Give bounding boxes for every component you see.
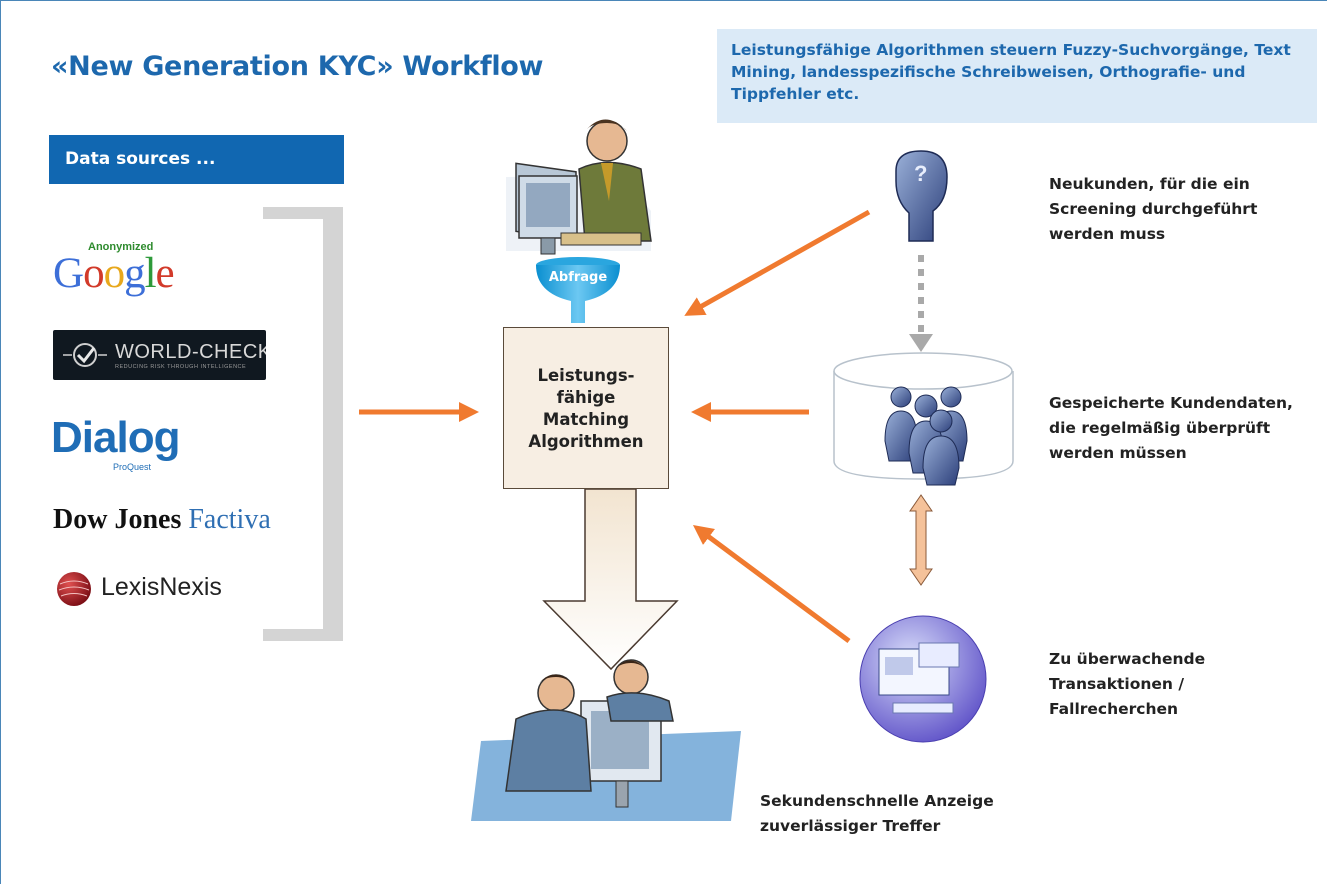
dowjones-label: Dow Jones (53, 504, 182, 535)
dowjones-factiva-logo: Dow Jones Factiva (53, 504, 271, 536)
worldcheck-logo: WORLD-CHECK REDUCING RISK THROUGH INTELL… (53, 330, 266, 380)
arrow-transactions-to-center (692, 525, 851, 644)
svg-text:?: ? (914, 161, 927, 186)
worldcheck-emblem-icon (63, 343, 107, 367)
google-anonymized-label: Anonymized (88, 241, 154, 253)
algorithm-note: Leistungsfähige Algorithmen steuern Fuzz… (717, 29, 1317, 123)
result-arrow (542, 488, 679, 671)
data-sources-bracket (263, 207, 343, 641)
funnel-label: Abfrage (548, 270, 608, 285)
worldcheck-name: WORLD-CHECK (115, 341, 266, 363)
funnel-icon (536, 257, 620, 323)
transaction-globe-icon (859, 615, 987, 743)
arrow-neukunden-to-center (684, 209, 871, 316)
flow-arrows (359, 209, 871, 644)
lexisnexis-logo: LexisNexis (101, 573, 222, 601)
people-group-icon (884, 386, 968, 486)
factiva-label: Factiva (188, 504, 271, 535)
analysts-meeting-icon (471, 659, 741, 821)
operator-at-computer-icon (506, 119, 652, 255)
lexisnexis-globe-icon (57, 572, 91, 606)
arrow-neukunden-to-database (909, 255, 933, 352)
google-wordmark: Google (53, 250, 175, 297)
matching-box (503, 327, 669, 489)
dialog-logo: Dialog (51, 413, 180, 462)
worldcheck-tagline: REDUCING RISK THROUGH INTELLIGENCE (115, 364, 247, 370)
unknown-person-icon: ? (895, 150, 948, 242)
dialog-proquest-label: ProQuest (113, 462, 152, 472)
label-gespeicherte-kundendaten: Gespeicherte Kundendaten,die regelmäßig … (1049, 394, 1293, 462)
page-title: «New Generation KYC» Workflow (51, 51, 544, 82)
data-sources-header: Data sources ... (49, 135, 344, 184)
double-arrow-database-transactions (909, 494, 933, 586)
